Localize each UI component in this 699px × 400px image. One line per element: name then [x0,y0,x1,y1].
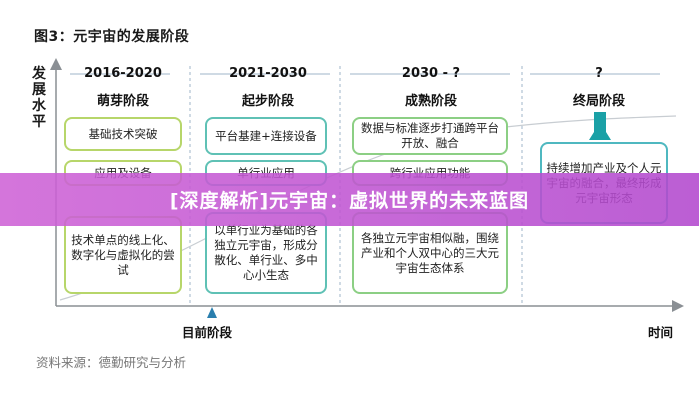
period-4: ? [595,66,603,81]
present-stage-label: 目前阶段 [182,325,233,340]
x-axis-label: 时间 [648,325,674,340]
y-axis-arrow [50,58,62,70]
stage-1: 萌芽阶段 [96,94,149,109]
stage1-box-3: 技术单点的线上化、数字化与虚拟化的尝试 [64,216,182,294]
source-note: 资料来源：德勤研究与分析 [36,355,187,370]
stage2-box-1: 平台基建+连接设备 [205,117,327,155]
title-banner: [深度解析]元宇宙：虚拟世界的未来蓝图 [0,173,699,226]
period-2: 2021-2030 [229,66,307,81]
stage3-box-1: 数据与标准逐步打通跨平台开放、融合 [352,117,508,155]
stage-3: 成熟阶段 [404,94,457,109]
period-3: 2030 - ? [401,66,461,81]
stage-4: 终局阶段 [572,94,625,109]
banner-text: [深度解析]元宇宙：虚拟世界的未来蓝图 [169,190,530,212]
figure-title: 图3：元宇宙的发展阶段 [34,29,190,45]
final-stage-marker [589,112,611,140]
present-marker-triangle [207,307,217,318]
stage1-box-1: 基础技术突破 [64,117,182,151]
stage-2: 起步阶段 [241,94,294,109]
y-axis-label: 发展水平 [32,66,46,130]
x-axis-arrow [672,300,684,312]
period-1: 2016-2020 [84,66,162,81]
